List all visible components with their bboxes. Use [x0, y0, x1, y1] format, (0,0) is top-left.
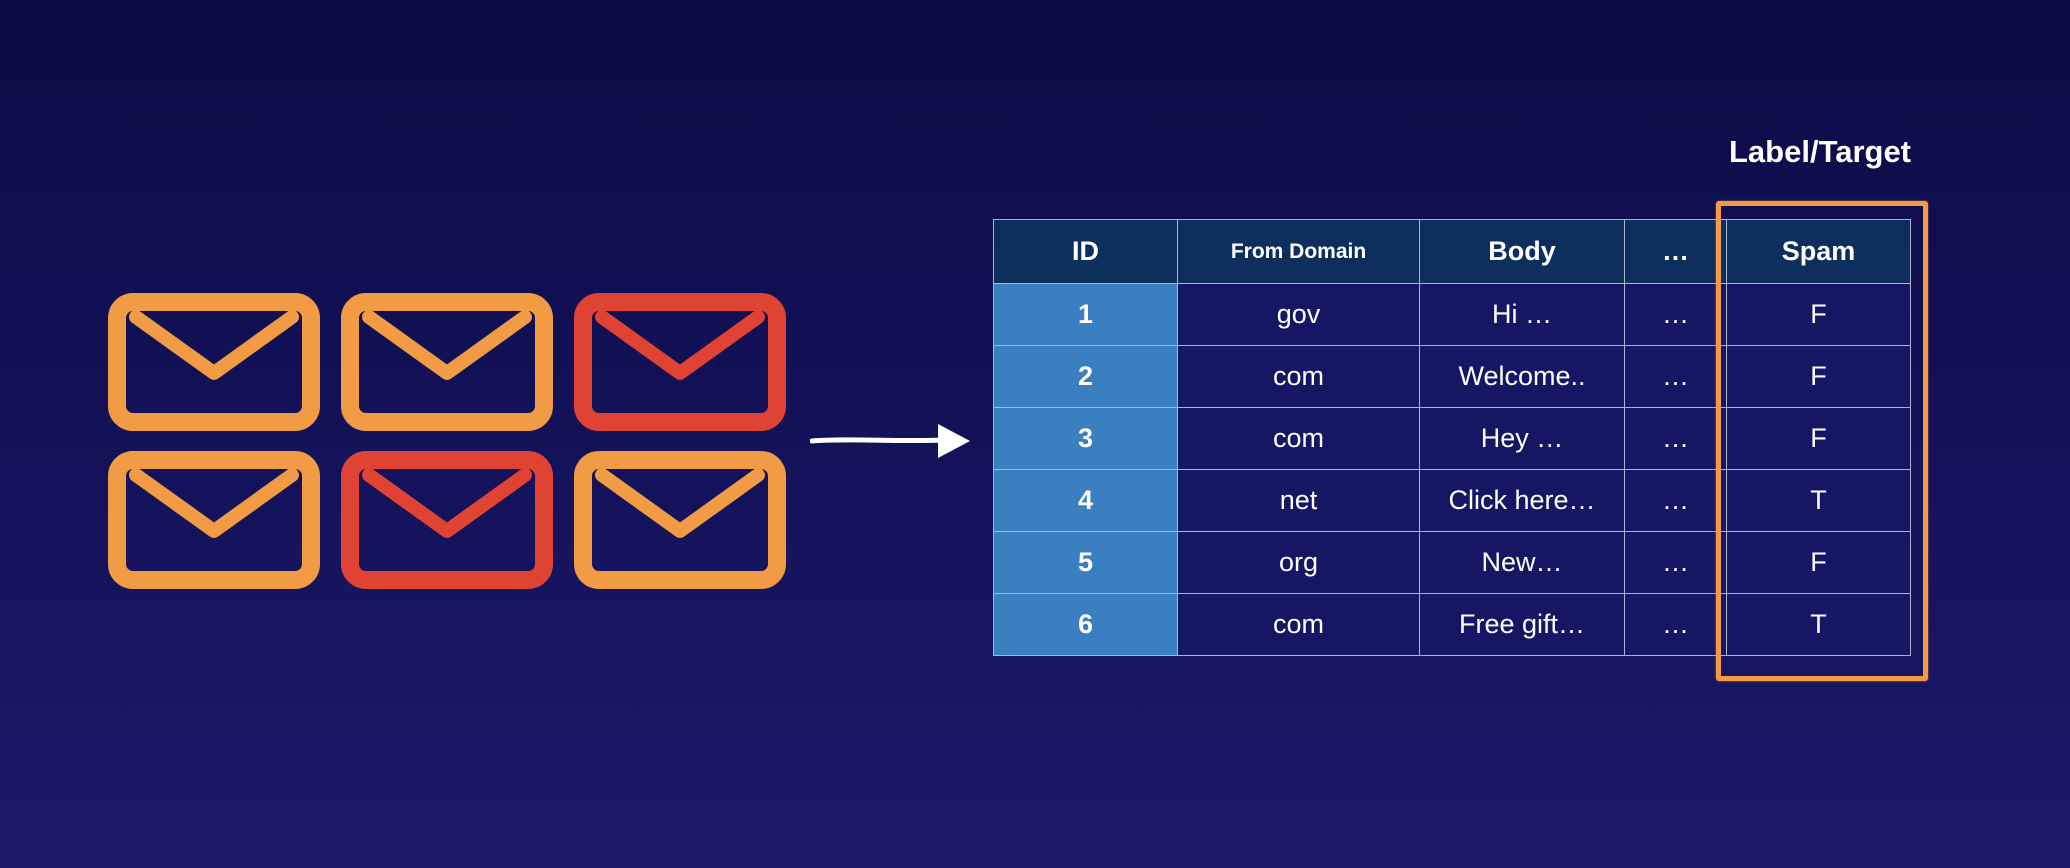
email-envelope-grid — [108, 293, 786, 589]
cell-body: Hey … — [1419, 407, 1625, 470]
cell-spam: T — [1726, 593, 1911, 656]
column-header-body: Body — [1419, 219, 1625, 284]
cell-from-domain: gov — [1177, 283, 1420, 346]
cell-body: Hi … — [1419, 283, 1625, 346]
cell-id: 6 — [993, 593, 1178, 656]
cell-spam: F — [1726, 283, 1911, 346]
cell-spam: F — [1726, 531, 1911, 594]
cell-from-domain: net — [1177, 469, 1420, 532]
cell-more: … — [1624, 593, 1727, 656]
column-header-from-domain: From Domain — [1177, 219, 1420, 284]
envelope-shape — [574, 293, 786, 431]
cell-id: 3 — [993, 407, 1178, 470]
cell-id: 2 — [993, 345, 1178, 408]
column-header-id: ID — [993, 219, 1178, 284]
cell-spam: F — [1726, 345, 1911, 408]
cell-spam: T — [1726, 469, 1911, 532]
column-header-more: … — [1624, 219, 1727, 284]
cell-more: … — [1624, 345, 1727, 408]
cell-from-domain: com — [1177, 345, 1420, 408]
envelope-shape — [574, 451, 786, 589]
cell-more: … — [1624, 531, 1727, 594]
envelope-icon — [574, 293, 786, 431]
cell-from-domain: com — [1177, 593, 1420, 656]
envelope-shape — [341, 451, 553, 589]
table-row: 4 net Click here… … T — [993, 469, 1911, 532]
cell-id: 4 — [993, 469, 1178, 532]
cell-body: Click here… — [1419, 469, 1625, 532]
cell-id: 5 — [993, 531, 1178, 594]
cell-from-domain: com — [1177, 407, 1420, 470]
cell-body: Free gift… — [1419, 593, 1625, 656]
envelope-icon — [341, 451, 553, 589]
cell-body: Welcome.. — [1419, 345, 1625, 408]
table-row: 1 gov Hi … … F — [993, 283, 1911, 346]
envelope-shape — [108, 451, 320, 589]
email-feature-table: ID From Domain Body … Spam 1 gov Hi … … … — [993, 219, 1911, 656]
cell-id: 1 — [993, 283, 1178, 346]
cell-more: … — [1624, 283, 1727, 346]
cell-more: … — [1624, 469, 1727, 532]
cell-more: … — [1624, 407, 1727, 470]
table-row: 3 com Hey … … F — [993, 407, 1911, 470]
target-label: Label/Target — [1728, 134, 1912, 169]
envelope-shape — [108, 293, 320, 431]
column-header-spam: Spam — [1726, 219, 1911, 284]
cell-from-domain: org — [1177, 531, 1420, 594]
envelope-icon — [341, 293, 553, 431]
cell-spam: F — [1726, 407, 1911, 470]
table-row: 5 org New… … F — [993, 531, 1911, 594]
table-row: 2 com Welcome.. … F — [993, 345, 1911, 408]
table-row: 6 com Free gift… … T — [993, 593, 1911, 656]
envelope-icon — [574, 451, 786, 589]
envelope-icon — [108, 293, 320, 431]
arrow-right-icon — [810, 424, 970, 458]
envelope-icon — [108, 451, 320, 589]
envelope-shape — [341, 293, 553, 431]
cell-body: New… — [1419, 531, 1625, 594]
table-header-row: ID From Domain Body … Spam — [993, 219, 1911, 284]
